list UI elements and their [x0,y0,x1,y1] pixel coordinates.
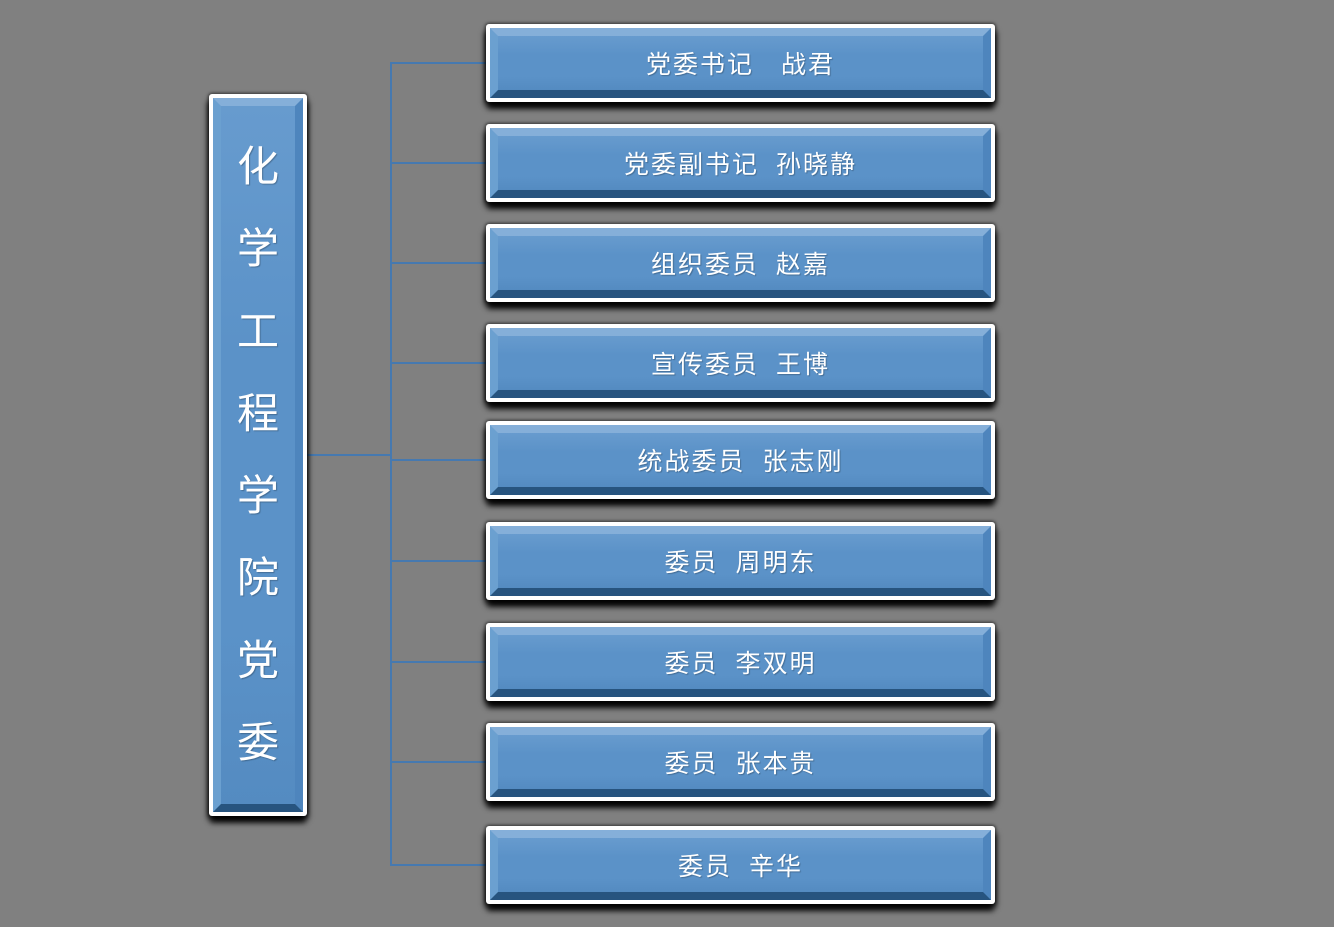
org-member-box: 委员 周明东 [486,522,995,600]
org-member-box-face: 委员 周明东 [490,526,991,596]
org-member-box: 党委书记 战君 [486,24,995,102]
connector-branch [390,162,486,164]
connector-branch [390,459,486,461]
org-member-box: 委员 辛华 [486,826,995,904]
member-label: 委员 李双明 [664,650,817,678]
org-member-box: 组织委员 赵嘉 [486,224,995,302]
root-box: 化学工程学院党委 [209,94,307,816]
member-label: 党委书记 战君 [645,51,835,79]
member-label: 宣传委员 王博 [651,351,830,379]
connector-spine [390,62,392,866]
connector-branch [390,761,486,763]
connector-branch [390,560,486,562]
org-member-box: 党委副书记 孙晓静 [486,124,995,202]
connector-branch [390,661,486,663]
connector-trunk [307,454,392,456]
member-label: 统战委员 张志刚 [637,448,844,476]
org-member-box-face: 委员 辛华 [490,830,991,900]
member-label: 委员 周明东 [664,549,817,577]
org-member-box-face: 委员 张本贵 [490,727,991,797]
org-member-box: 委员 李双明 [486,623,995,701]
org-member-box: 宣传委员 王博 [486,324,995,402]
connector-branch [390,262,486,264]
org-member-box: 统战委员 张志刚 [486,421,995,499]
org-member-box-face: 委员 李双明 [490,627,991,697]
connector-branch [390,362,486,364]
org-member-box-face: 党委书记 战君 [490,28,991,98]
root-box-face: 化学工程学院党委 [213,98,303,812]
root-box-label: 化学工程学院党委 [236,143,279,766]
member-label: 组织委员 赵嘉 [651,251,830,279]
connector-branch [390,864,486,866]
member-label: 党委副书记 孙晓静 [624,151,857,179]
member-label: 委员 张本贵 [664,750,817,778]
org-member-box-face: 党委副书记 孙晓静 [490,128,991,198]
org-member-box: 委员 张本贵 [486,723,995,801]
connector-branch [390,62,486,64]
member-label: 委员 辛华 [678,853,803,881]
org-member-box-face: 统战委员 张志刚 [490,425,991,495]
org-member-box-face: 组织委员 赵嘉 [490,228,991,298]
org-member-box-face: 宣传委员 王博 [490,328,991,398]
